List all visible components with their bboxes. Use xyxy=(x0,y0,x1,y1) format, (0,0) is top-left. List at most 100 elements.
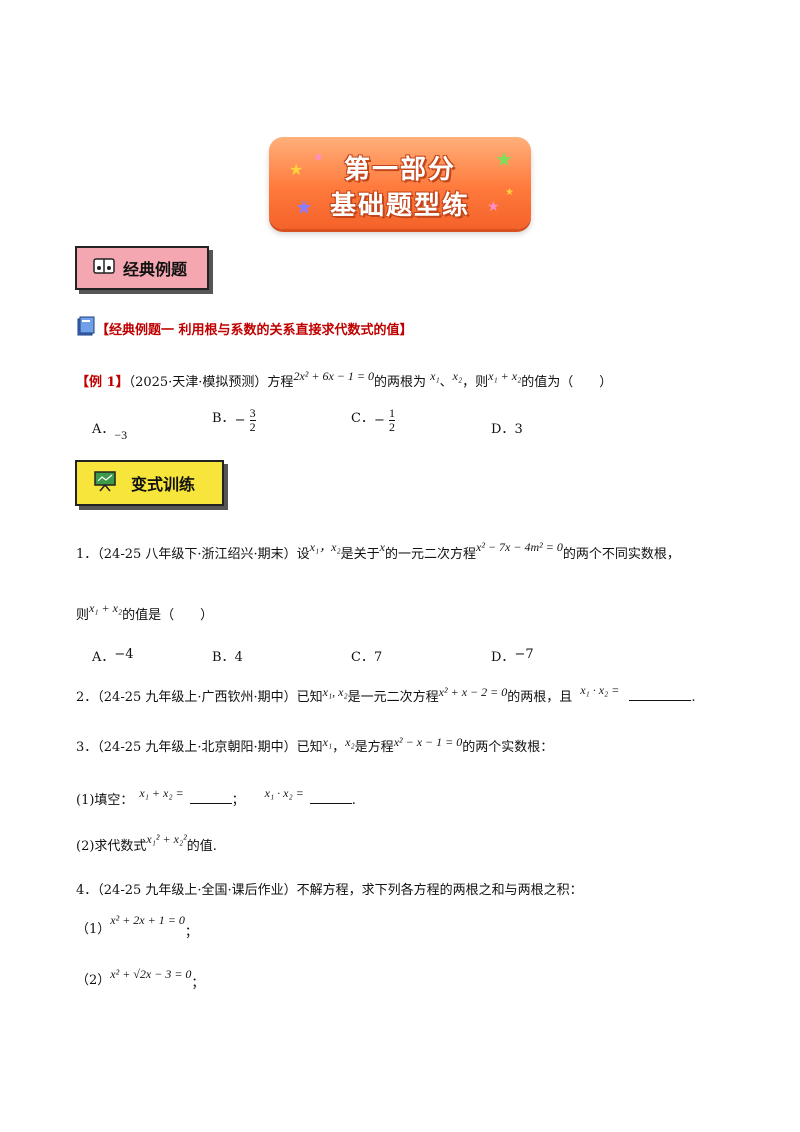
var-x2: x₂ xyxy=(452,369,463,383)
question-equation: x² + x − 2 = 0 xyxy=(438,685,508,699)
question-equation: x² − 7x − 4m² = 0 xyxy=(476,540,563,554)
example-source: （2025·天津·模拟预测）方程 xyxy=(128,375,294,390)
star-icon: ★ xyxy=(295,195,313,219)
example-equation: 2x² + 6x − 1 = 0 xyxy=(293,369,374,383)
option-letter: D． xyxy=(491,422,515,437)
star-icon: ★ xyxy=(487,199,500,215)
book-stack-icon xyxy=(76,316,96,342)
question-expr: x₁ · x₂ = xyxy=(580,683,620,697)
option-a[interactable]: A．−3 xyxy=(92,418,127,442)
question-4-item-1: （1）x² + 2x + 1 = 0； xyxy=(76,913,198,940)
separator: ， xyxy=(332,740,346,755)
option-letter: B． xyxy=(212,411,235,426)
question-text: 的值是（ ） xyxy=(122,608,214,623)
example-text: 的两根为 xyxy=(373,375,426,390)
example-text: ，则 xyxy=(462,375,489,390)
question-text: 的两个不同实数根， xyxy=(562,547,680,562)
banner-line1: 第一部分 xyxy=(343,155,456,185)
question-source: （24-25 九年级上·广西钦州·期中）已知 xyxy=(97,690,323,705)
question-4-item-2: （2）x² + √2x − 3 = 0； xyxy=(76,967,205,991)
question-1-line2: 则x₁ + x₂的值是（ ） xyxy=(76,601,214,623)
question-vars: x₁，x₂ xyxy=(309,540,341,554)
var-x1: x₁ xyxy=(430,369,440,383)
question-source: （24-25 九年级上·全国·课后作业）不解方程，求下列各方程的两根之和与两根之… xyxy=(97,883,583,898)
example-expr: x₁ + x₂ xyxy=(488,369,522,383)
question-text: 的两个实数根： xyxy=(462,740,554,755)
presentation-board-icon xyxy=(93,470,117,496)
option-letter: A． xyxy=(92,650,115,665)
option-value: 3 xyxy=(514,422,523,437)
question-text: 的值. xyxy=(186,839,217,854)
question-text: 的两根，且 xyxy=(507,690,573,705)
question-expr: x₁ + x₂ = xyxy=(139,786,184,800)
denominator: 2 xyxy=(389,420,395,434)
question-number: 3． xyxy=(76,740,98,755)
option-value: 4 xyxy=(234,650,243,665)
option-sign: − xyxy=(373,413,385,428)
star-icon: ★ xyxy=(495,147,513,171)
option-letter: C． xyxy=(351,650,374,665)
question-end: . xyxy=(691,690,696,705)
option-letter: A． xyxy=(92,422,115,437)
option-value: −3 xyxy=(114,428,128,442)
question-expr: x₁ · x₂ = xyxy=(264,786,304,800)
example-heading: 【经典例题一 利用根与系数的关系直接求代数式的值】 xyxy=(96,323,413,338)
banner-line2: 基础题型练 xyxy=(329,191,470,221)
question-text: 是关于 xyxy=(340,547,380,562)
section-label-text: 变式训练 xyxy=(131,475,196,494)
question-number: 4． xyxy=(76,883,98,898)
question-expr: x₁² + x₂² xyxy=(146,832,187,846)
fraction-bar xyxy=(389,420,395,421)
separator: 、 xyxy=(439,375,453,390)
book-icon xyxy=(93,257,115,279)
star-icon: ★ xyxy=(313,150,324,164)
var-x2: x₂ xyxy=(345,735,355,749)
question-number: 1． xyxy=(76,547,98,562)
question-text: 是一元二次方程 xyxy=(347,690,439,705)
example-1: 【例 1】（2025·天津·模拟预测）方程2x² + 6x − 1 = 0的两根… xyxy=(76,369,612,390)
var-x: x xyxy=(379,540,385,554)
question-vars: x₁, x₂ xyxy=(322,685,348,699)
question-expr: x₁ + x₂ xyxy=(89,601,123,615)
option-b[interactable]: B．4 xyxy=(212,646,243,665)
question-number: 2． xyxy=(76,690,98,705)
question-text: 则 xyxy=(76,608,90,623)
question-2: 2．（24-25 九年级上·广西钦州·期中）已知x₁, x₂是一元二次方程x² … xyxy=(76,683,696,705)
question-equation: x² + 2x + 1 = 0 xyxy=(110,913,185,927)
option-a[interactable]: A．−4 xyxy=(92,646,134,665)
option-d[interactable]: D．−7 xyxy=(491,646,534,665)
question-end: . xyxy=(351,793,356,808)
question-end: ； xyxy=(184,925,198,940)
answer-blank[interactable] xyxy=(189,803,232,804)
answer-blank[interactable] xyxy=(629,700,692,701)
separator: ； xyxy=(231,793,245,808)
star-icon: ★ xyxy=(505,187,514,198)
question-source: （24-25 九年级上·北京朝阳·期中）已知 xyxy=(97,740,323,755)
part-label: (2)求代数式 xyxy=(76,839,147,854)
section-label-practice: 变式训练 xyxy=(75,460,224,506)
var-x1: x₁ xyxy=(322,735,333,749)
question-3-part2: (2)求代数式x₁² + x₂²的值. xyxy=(76,832,217,854)
question-text: 是方程 xyxy=(354,740,394,755)
question-source: （24-25 八年级下·浙江绍兴·期末）设 xyxy=(97,547,310,562)
item-label: （1） xyxy=(76,922,111,937)
star-icon: ★ xyxy=(289,160,304,179)
question-4: 4．（24-25 九年级上·全国·课后作业）不解方程，求下列各方程的两根之和与两… xyxy=(76,879,583,898)
option-c[interactable]: C．7 xyxy=(351,646,382,665)
part-label: (1)填空： xyxy=(76,793,134,808)
option-d[interactable]: D．3 xyxy=(491,418,523,437)
question-end: ； xyxy=(191,976,205,991)
option-value: −4 xyxy=(114,647,134,662)
item-label: （2） xyxy=(76,973,111,988)
option-letter: D． xyxy=(491,650,515,665)
option-letter: C． xyxy=(351,411,374,426)
option-sign: − xyxy=(234,413,246,428)
question-text: 的一元二次方程 xyxy=(385,547,477,562)
denominator: 2 xyxy=(249,420,256,434)
answer-blank[interactable] xyxy=(309,803,352,804)
option-value: 7 xyxy=(373,650,383,665)
